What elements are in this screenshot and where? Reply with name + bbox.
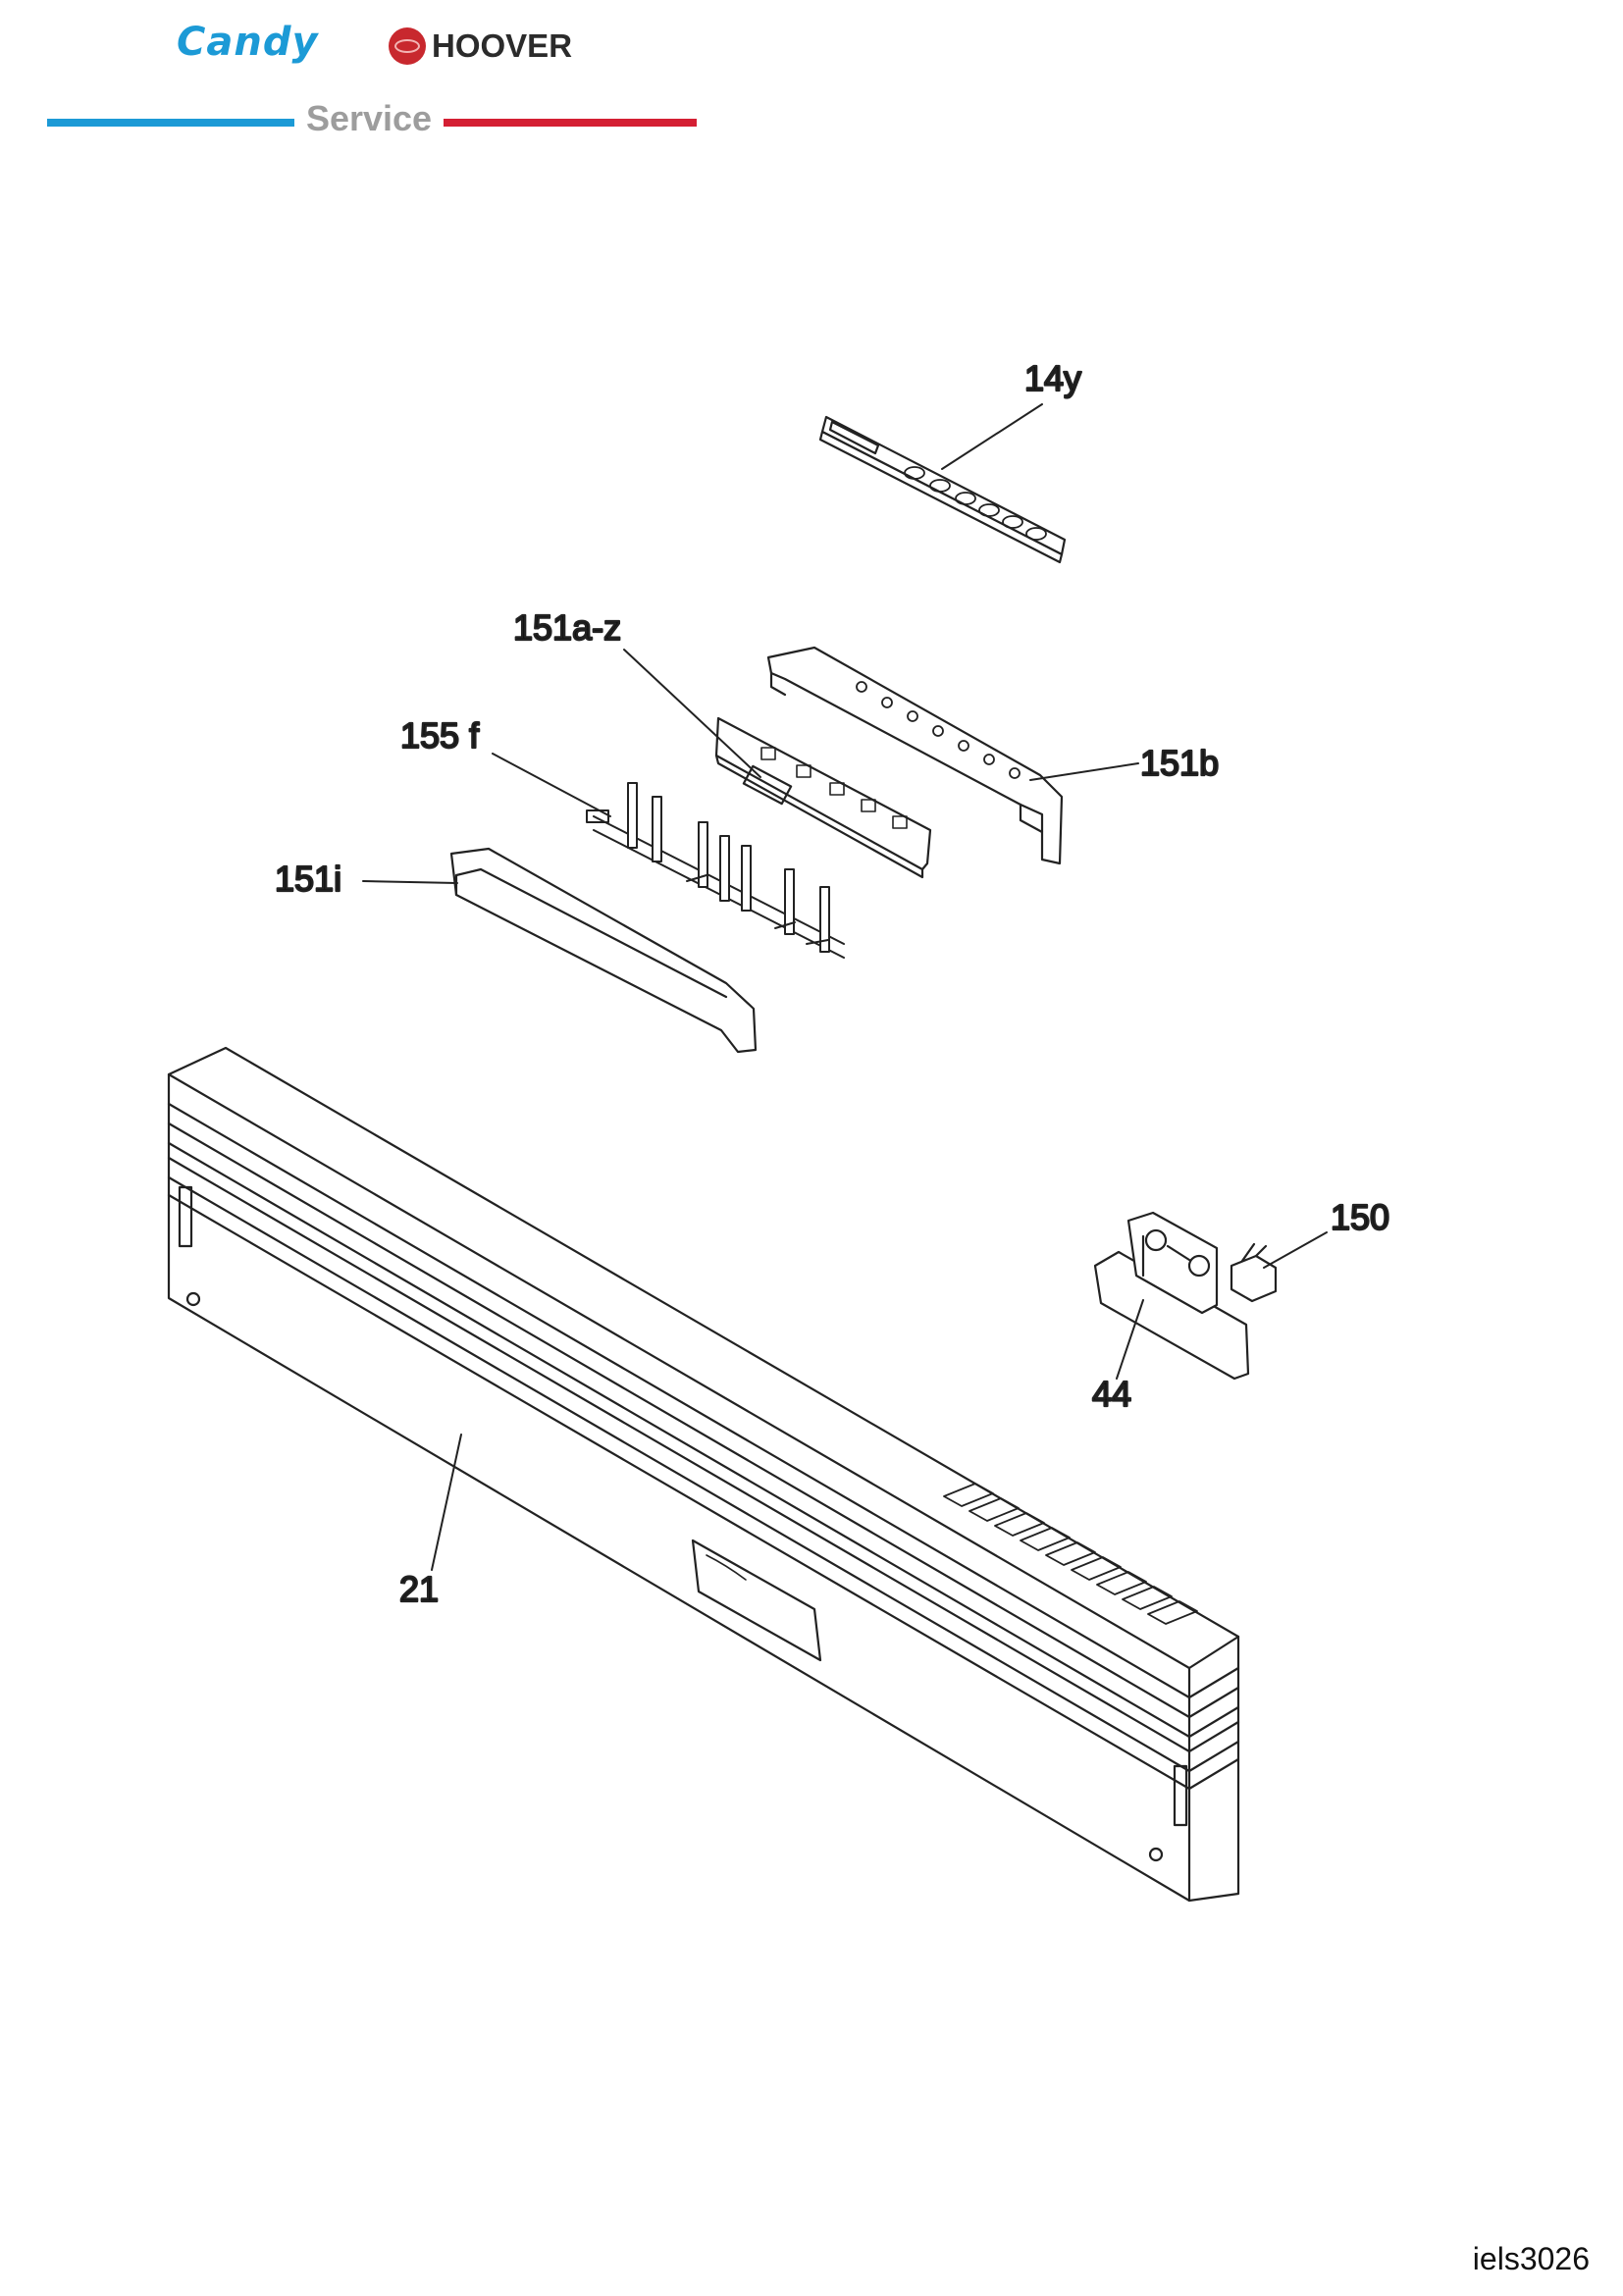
part-151a-z-control-board: [714, 716, 932, 879]
callout-155f: 155 f: [400, 715, 480, 756]
part-14y-keypad-membrane: [818, 415, 1067, 564]
header-bar-blue: [47, 119, 294, 127]
part-150-microswitch: [1230, 1242, 1278, 1303]
callout-151i: 151i: [275, 859, 341, 899]
part-151b-bracket: [766, 646, 1064, 865]
hoover-logo-icon: [389, 27, 426, 65]
reference-code: iels3026: [1472, 2241, 1590, 2276]
callout-44: 44: [1092, 1374, 1131, 1414]
callout-151a-z: 151a-z: [513, 607, 621, 648]
callout-14y: 14y: [1024, 358, 1081, 398]
hoover-logo: HOOVER: [432, 27, 573, 64]
leader-lines: [362, 403, 1328, 1571]
brand-header: Candy HOOVER Service: [0, 0, 746, 147]
candy-logo: Candy: [177, 20, 319, 65]
header-bar-red: [444, 119, 697, 127]
part-155f-push-buttons: [586, 782, 845, 959]
part-44-door-lock: [1093, 1211, 1250, 1381]
part-151i-guide-strip: [449, 847, 758, 1054]
callout-150: 150: [1331, 1197, 1389, 1237]
part-21-control-panel: [167, 1046, 1240, 1903]
callout-151b: 151b: [1140, 743, 1219, 783]
service-label: Service: [305, 98, 433, 138]
callout-21: 21: [399, 1569, 439, 1609]
